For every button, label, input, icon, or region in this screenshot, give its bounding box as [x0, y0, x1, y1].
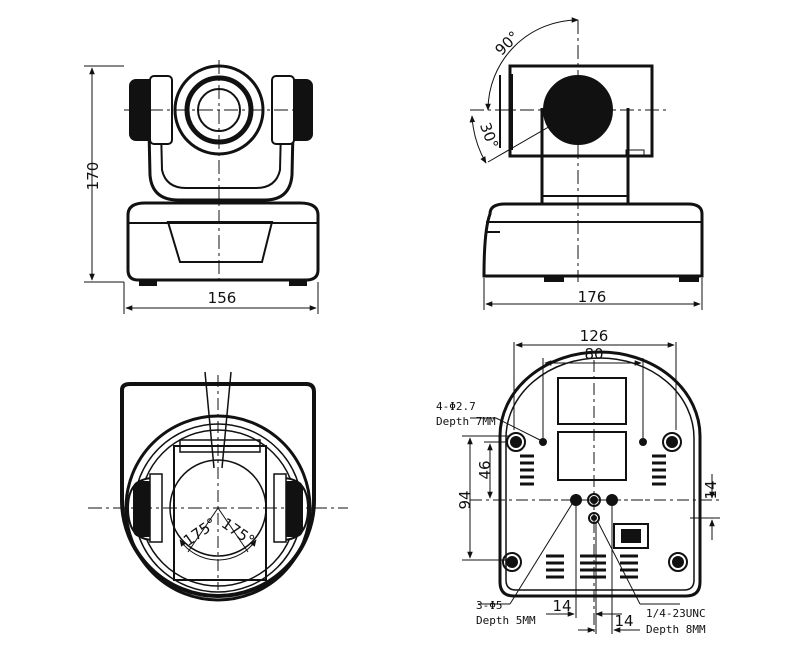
bottom-view [462, 342, 720, 634]
side-width-dim-label: 176 [578, 288, 607, 306]
pin-spec-line2: Depth 5MM [476, 614, 536, 627]
bottom-offset-right-label: 14 [702, 480, 720, 499]
hole-spec-line1: 4-Φ2.7 [436, 400, 476, 413]
bottom-height-94-label: 94 [456, 490, 474, 509]
bottom-offset-left-label: 14 [552, 597, 571, 615]
front-width-dim-label: 156 [208, 289, 237, 307]
tilt-up-angle-label: 90° [492, 28, 524, 60]
thread-spec-line1: 1/4-23UNC [646, 607, 706, 620]
top-view [88, 371, 348, 602]
bottom-width-80-label: 80 [584, 345, 603, 363]
tilt-down-angle-label: 30° [476, 120, 502, 151]
bottom-height-46-label: 46 [476, 460, 494, 479]
bottom-offset-center-label: 14 [614, 612, 633, 630]
thread-spec-line2: Depth 8MM [646, 623, 706, 636]
bottom-width-126-label: 126 [580, 327, 609, 345]
front-view [84, 60, 320, 314]
front-height-dim-label: 170 [84, 162, 102, 191]
side-view [469, 17, 704, 310]
pan-left-angle-label: 175° [180, 514, 220, 549]
hole-spec-line2: Depth 7MM [436, 415, 496, 428]
pin-spec-line1: 3-Φ5 [476, 599, 503, 612]
